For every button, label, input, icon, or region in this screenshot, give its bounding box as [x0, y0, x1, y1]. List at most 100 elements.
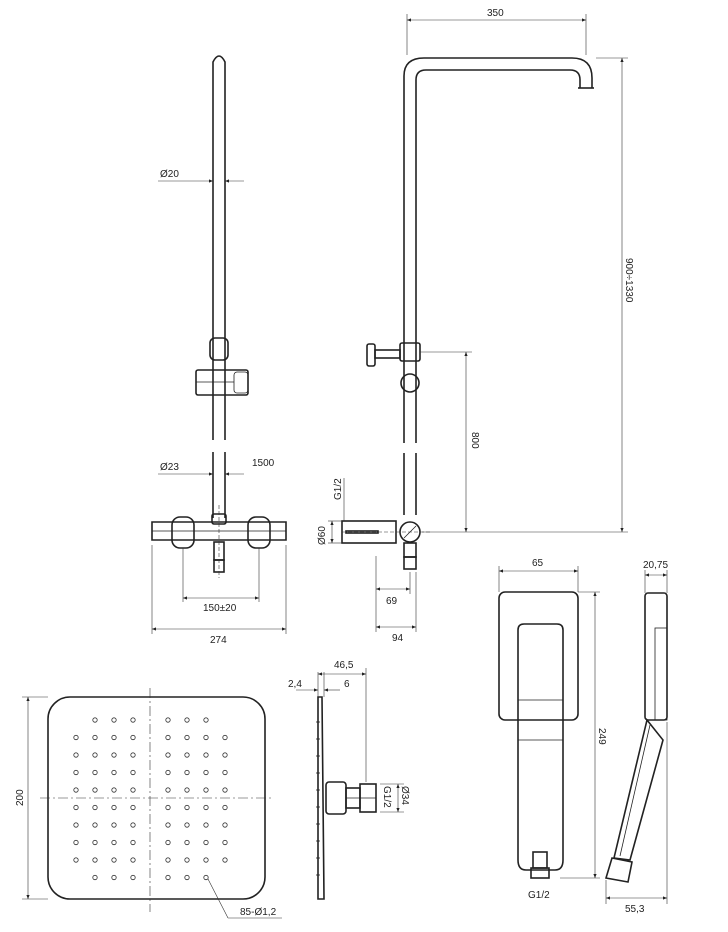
nozzle-hole — [165, 787, 171, 793]
overhead-arm — [403, 57, 593, 443]
plate-thickness-label: 2,4 — [288, 679, 302, 690]
nozzle-hole — [184, 874, 190, 881]
nozzle-hole — [92, 839, 98, 846]
nozzle-hole — [203, 734, 209, 741]
nozzle-hole — [184, 857, 190, 863]
nozzle-holes — [73, 717, 228, 881]
nozzle-hole — [130, 787, 136, 793]
connection-spacing-label: 150±20 — [203, 603, 237, 614]
nozzle-hole — [222, 839, 228, 846]
nozzle-hole — [92, 787, 98, 793]
nozzle-hole — [73, 804, 79, 811]
nozzle-hole — [111, 822, 117, 828]
nozzle-hole — [130, 734, 136, 741]
diameter-20-label: Ø20 — [160, 169, 179, 180]
nozzle-hole — [165, 734, 171, 741]
nozzle-hole — [92, 857, 98, 863]
nozzle-hole — [203, 787, 209, 793]
handle-holder — [195, 369, 249, 396]
nozzle-hole — [184, 804, 190, 811]
diameter-23-label: Ø23 — [160, 462, 179, 473]
nozzle-hole — [130, 822, 136, 828]
nozzle-hole — [184, 839, 190, 846]
nozzle-hole — [130, 717, 136, 723]
head-inset-label: 6 — [344, 679, 350, 690]
nozzle-hole — [130, 769, 136, 776]
nozzle-hole — [111, 717, 117, 723]
hand-shower-side — [644, 592, 668, 721]
head-shower-view: 200 85-Ø1,2 — [15, 688, 282, 919]
head-side-view: 2,4 46,5 6 G1/2 Ø34 — [288, 660, 410, 900]
nozzle-hole — [203, 769, 209, 776]
nozzle-hole — [111, 857, 117, 863]
ball-joint — [325, 781, 347, 815]
nozzle-hole — [184, 769, 190, 776]
hand-shower-front — [517, 623, 564, 871]
head-thread-label: G1/2 — [381, 786, 392, 808]
nozzle-hole — [92, 804, 98, 811]
nozzle-hole — [222, 752, 228, 758]
depth-69-label: 69 — [386, 596, 398, 607]
nozzle-hole — [92, 734, 98, 741]
nozzle-hole — [111, 804, 117, 811]
nozzle-hole — [73, 839, 79, 846]
nozzle-hole — [203, 839, 209, 846]
head-size-label: 200 — [15, 789, 26, 806]
nozzle-hole — [203, 822, 209, 828]
side-view: 350 900÷1330 800 G1/2 Ø60 69 94 — [317, 8, 634, 644]
nozzle-hole — [130, 752, 136, 758]
mixer-height-label: 800 — [469, 432, 480, 449]
nozzle-hole — [222, 734, 228, 741]
slide-rail — [212, 55, 226, 440]
nozzle-hole — [222, 787, 228, 793]
slider-clamp — [209, 337, 229, 361]
nozzle-hole — [184, 734, 190, 741]
nozzle-hole — [203, 874, 209, 881]
nozzle-hole — [111, 787, 117, 793]
inlet-diameter-label: Ø60 — [317, 526, 328, 545]
nozzle-hole — [92, 752, 98, 758]
nozzle-hole — [130, 804, 136, 811]
nozzle-hole — [111, 752, 117, 758]
nozzle-hole — [92, 874, 98, 881]
nozzle-hole — [165, 822, 171, 828]
nozzle-hole — [73, 752, 79, 758]
nozzle-hole — [165, 857, 171, 863]
inlet-thread-label: G1/2 — [333, 478, 344, 500]
head-connector-diameter-label: Ø34 — [399, 786, 410, 805]
nozzle-hole — [130, 874, 136, 881]
handle-width-label: 65 — [532, 558, 544, 569]
nozzle-hole — [73, 787, 79, 793]
depth-94-label: 94 — [392, 633, 404, 644]
hand-shower-view: G1/2 65 249 20,75 55,3 — [498, 558, 668, 915]
nozzle-hole — [203, 752, 209, 758]
handle-thickness-label: 20,75 — [643, 560, 668, 571]
nozzle-hole — [203, 857, 209, 863]
height-range-label: 900÷1330 — [623, 258, 634, 303]
arm-width-label: 350 — [487, 8, 504, 19]
nozzle-hole — [111, 839, 117, 846]
nozzle-hole — [73, 822, 79, 828]
nozzle-hole — [130, 839, 136, 846]
nozzle-hole — [203, 804, 209, 811]
nozzle-hole — [184, 717, 190, 723]
handle-depth-label: 55,3 — [625, 904, 645, 915]
handle-length-label: 249 — [596, 728, 607, 745]
nozzle-hole — [73, 734, 79, 741]
handle-thread-label: G1/2 — [528, 890, 550, 901]
nozzle-hole — [92, 769, 98, 776]
nozzle-hole — [73, 769, 79, 776]
nozzle-hole — [184, 787, 190, 793]
nozzle-hole — [130, 857, 136, 863]
nozzle-hole — [222, 822, 228, 828]
nozzle-hole — [165, 717, 171, 723]
nozzle-hole — [203, 717, 209, 723]
nozzle-hole — [111, 769, 117, 776]
nozzle-hole — [165, 752, 171, 758]
nozzle-count-label: 85-Ø1,2 — [240, 907, 277, 918]
nozzle-hole — [111, 874, 117, 881]
nozzle-hole — [222, 769, 228, 776]
nozzle-hole — [184, 752, 190, 758]
mixer-width-label: 274 — [210, 635, 227, 646]
